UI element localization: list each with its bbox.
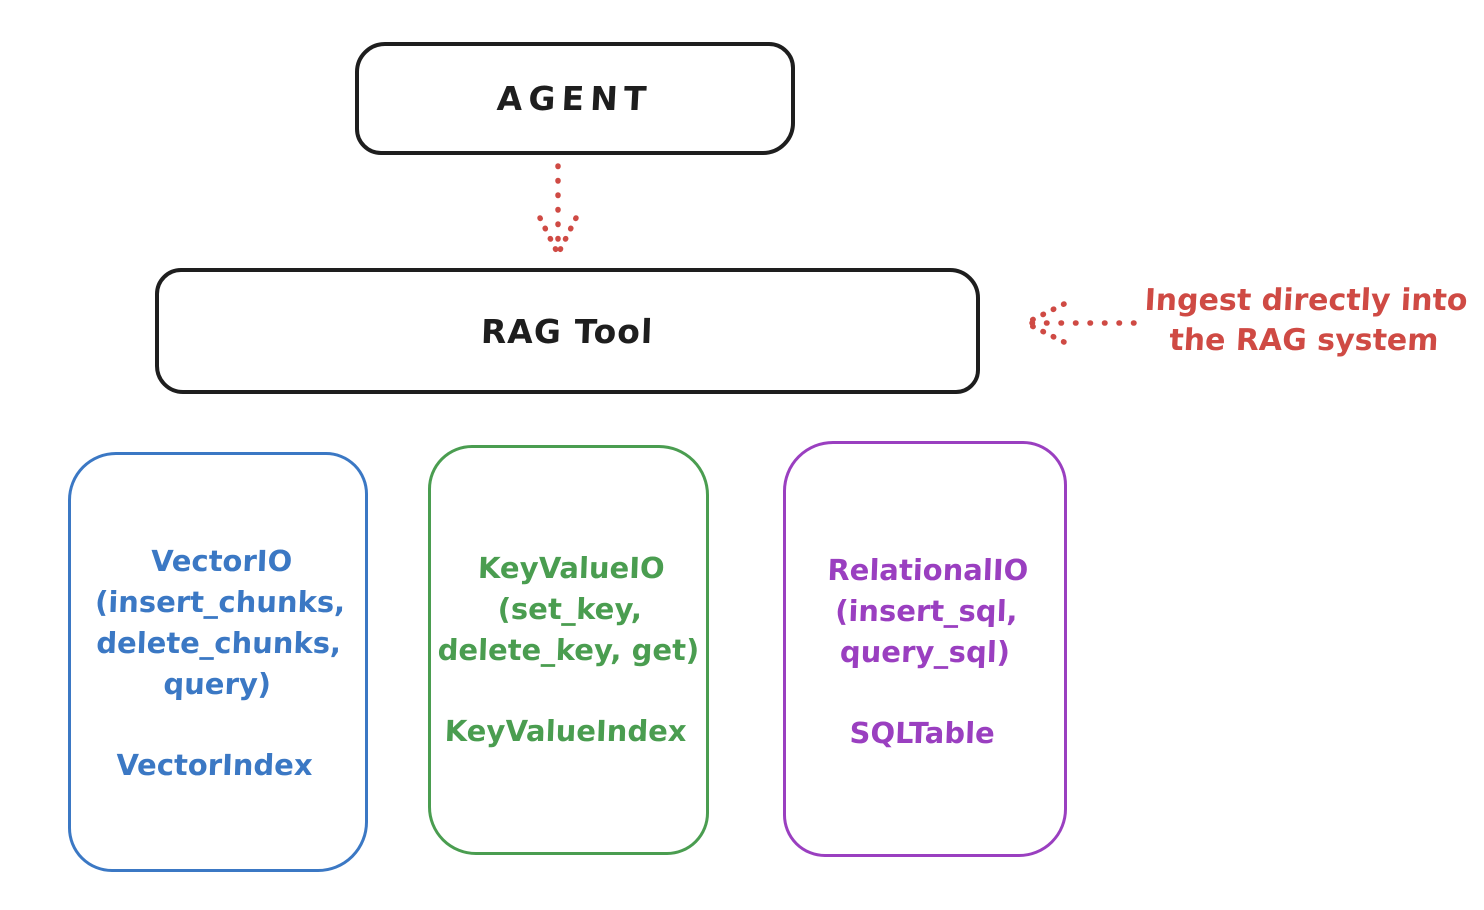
storage-box-line: (insert_chunks, (94, 585, 346, 619)
ingest-dotted-arrow-left-icon (1023, 301, 1137, 345)
sql-table-label: SQLTable (848, 716, 996, 750)
key-value-io-text: KeyValueIO (set_key, delete_key, get) Ke… (427, 548, 709, 752)
agent-to-ragtool-dotted-arrow-icon (537, 163, 579, 257)
key-value-index-label: KeyValueIndex (444, 714, 688, 748)
storage-box-line: KeyValueIO (477, 551, 666, 585)
storage-box-line: VectorIO (150, 544, 293, 578)
storage-box-line: query) (162, 667, 272, 701)
storage-box-line: (insert_sql, (834, 594, 1019, 628)
relational-io-box: RelationalIO (insert_sql, query_sql) SQL… (783, 441, 1067, 857)
rag-tool-box: RAG Tool (155, 268, 980, 394)
vector-io-text: VectorIO (insert_chunks, delete_chunks, … (67, 541, 370, 786)
vector-index-label: VectorIndex (115, 748, 314, 782)
ingest-annotation-line1: Ingest directly into (1143, 283, 1469, 318)
storage-box-line: delete_chunks, (95, 626, 342, 660)
storage-box-line: RelationalIO (826, 553, 1029, 587)
ingest-annotation: Ingest directly into the RAG system (1133, 281, 1477, 361)
storage-box-line: (set_key, (497, 592, 643, 626)
relational-io-text: RelationalIO (insert_sql, query_sql) SQL… (782, 550, 1067, 754)
key-value-io-box: KeyValueIO (set_key, delete_key, get) Ke… (428, 445, 709, 855)
storage-box-line: delete_key, get) (437, 633, 700, 667)
vector-io-box: VectorIO (insert_chunks, delete_chunks, … (68, 452, 368, 872)
storage-box-line: query_sql) (839, 635, 1011, 669)
agent-label: AGENT (496, 79, 654, 118)
rag-tool-label: RAG Tool (480, 311, 655, 351)
agent-box: AGENT (355, 42, 795, 155)
ingest-annotation-line2: the RAG system (1168, 323, 1440, 358)
